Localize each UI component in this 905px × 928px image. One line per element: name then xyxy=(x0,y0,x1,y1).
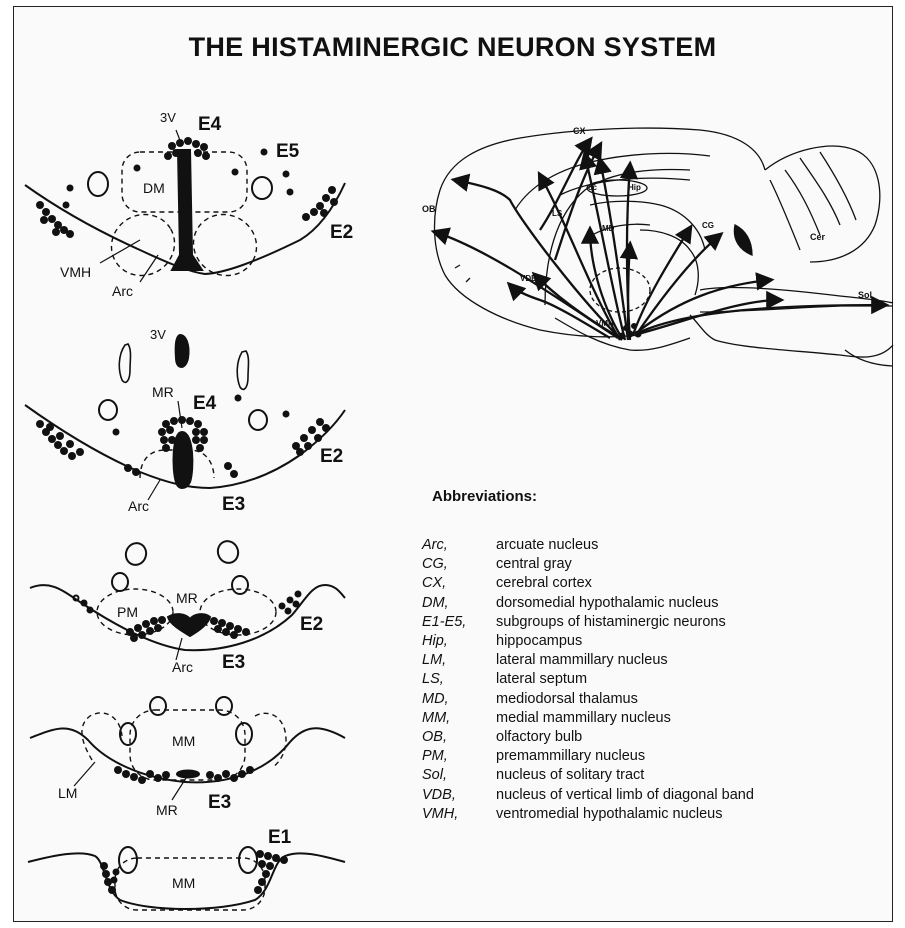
sag-ls-label: LS xyxy=(552,209,563,218)
abbr-meaning: dorsomedial hypothalamic nucleus xyxy=(496,594,718,613)
s3-e2-label: E2 xyxy=(300,614,323,635)
s1-3v-label: 3V xyxy=(160,110,176,125)
sag-sol-label: Sol xyxy=(858,290,872,300)
s3-arc-label: Arc xyxy=(172,659,193,675)
sag-cx-label: CX xyxy=(573,126,586,136)
abbr-key: MM, xyxy=(422,709,496,728)
abbr-meaning: mediodorsal thalamus xyxy=(496,690,638,709)
abbr-meaning: arcuate nucleus xyxy=(496,536,598,555)
s1-arc-label: Arc xyxy=(112,283,133,299)
abbr-key: Arc, xyxy=(422,536,496,555)
s4-mm-label: MM xyxy=(172,733,195,749)
abbr-row: VDB,nucleus of vertical limb of diagonal… xyxy=(422,786,754,805)
sag-cc-label: cc xyxy=(588,183,597,192)
abbr-meaning: olfactory bulb xyxy=(496,728,582,747)
abbr-key: E1-E5, xyxy=(422,613,496,632)
abbr-key: CG, xyxy=(422,555,496,574)
sag-ob-label: OB xyxy=(422,204,436,214)
s2-mr-label: MR xyxy=(152,384,174,400)
sag-hip-label: Hip xyxy=(628,183,641,192)
abbr-key: VDB, xyxy=(422,786,496,805)
sag-cg-label: CG xyxy=(702,221,714,230)
s2-e3-label: E3 xyxy=(222,494,245,515)
abbr-meaning: hippocampus xyxy=(496,632,582,651)
s3-e3-label: E3 xyxy=(222,652,245,673)
s2-arc-label: Arc xyxy=(128,498,149,514)
abbr-row: CG,central gray xyxy=(422,555,754,574)
abbr-meaning: medial mammillary nucleus xyxy=(496,709,671,728)
abbr-meaning: nucleus of vertical limb of diagonal ban… xyxy=(496,786,754,805)
abbreviations-heading: Abbreviations: xyxy=(432,488,537,505)
s5-e1-label: E1 xyxy=(268,827,292,848)
s1-e4-label: E4 xyxy=(198,114,222,135)
section-2 xyxy=(25,335,345,500)
abbr-row: MM,medial mammillary nucleus xyxy=(422,709,754,728)
abbr-meaning: ventromedial hypothalamic nucleus xyxy=(496,805,723,824)
abbr-meaning: lateral septum xyxy=(496,670,587,689)
sag-md-label: MD xyxy=(602,224,615,233)
s2-3v-label: 3V xyxy=(150,327,166,342)
s3-mr-label: MR xyxy=(176,590,198,606)
abbreviations-list: Arc,arcuate nucleus CG,central gray CX,c… xyxy=(422,536,754,824)
s4-e3-label: E3 xyxy=(208,792,231,813)
sag-vmh-label: VMH xyxy=(596,319,614,328)
abbr-meaning: central gray xyxy=(496,555,572,574)
abbr-key: Sol, xyxy=(422,766,496,785)
s2-e2-label: E2 xyxy=(320,446,343,467)
s1-e2-label: E2 xyxy=(330,222,353,243)
abbr-row: LM,lateral mammillary nucleus xyxy=(422,651,754,670)
s4-mr-label: MR xyxy=(156,802,178,818)
s4-lm-label: LM xyxy=(58,785,77,801)
s1-e5-label: E5 xyxy=(276,141,300,162)
abbr-row: E1-E5,subgroups of histaminergic neurons xyxy=(422,613,754,632)
s1-dm-label: DM xyxy=(143,180,165,196)
abbr-meaning: lateral mammillary nucleus xyxy=(496,651,668,670)
abbr-row: Sol,nucleus of solitary tract xyxy=(422,766,754,785)
abbr-key: MD, xyxy=(422,690,496,709)
sag-vdb-label: VDB xyxy=(520,274,537,283)
abbr-row: DM,dorsomedial hypothalamic nucleus xyxy=(422,594,754,613)
abbr-meaning: nucleus of solitary tract xyxy=(496,766,644,785)
abbr-row: PM,premammillary nucleus xyxy=(422,747,754,766)
abbr-row: OB,olfactory bulb xyxy=(422,728,754,747)
s2-e4-label: E4 xyxy=(193,393,217,414)
abbr-row: CX,cerebral cortex xyxy=(422,574,754,593)
abbr-key: DM, xyxy=(422,594,496,613)
abbr-meaning: subgroups of histaminergic neurons xyxy=(496,613,726,632)
abbr-row: LS,lateral septum xyxy=(422,670,754,689)
abbr-meaning: cerebral cortex xyxy=(496,574,592,593)
s1-vmh-label: VMH xyxy=(60,264,91,280)
abbr-key: Hip, xyxy=(422,632,496,651)
abbr-key: CX, xyxy=(422,574,496,593)
abbr-row: Hip,hippocampus xyxy=(422,632,754,651)
abbr-key: LM, xyxy=(422,651,496,670)
abbr-key: PM, xyxy=(422,747,496,766)
s3-pm-label: PM xyxy=(117,604,138,620)
s5-mm-label: MM xyxy=(172,875,195,891)
abbr-key: VMH, xyxy=(422,805,496,824)
sagittal-brain xyxy=(435,128,893,366)
abbr-meaning: premammillary nucleus xyxy=(496,747,645,766)
sag-cer-label: Cer xyxy=(810,232,826,242)
abbr-row: MD,mediodorsal thalamus xyxy=(422,690,754,709)
abbr-key: LS, xyxy=(422,670,496,689)
abbr-key: OB, xyxy=(422,728,496,747)
abbr-row: VMH,ventromedial hypothalamic nucleus xyxy=(422,805,754,824)
abbr-row: Arc,arcuate nucleus xyxy=(422,536,754,555)
